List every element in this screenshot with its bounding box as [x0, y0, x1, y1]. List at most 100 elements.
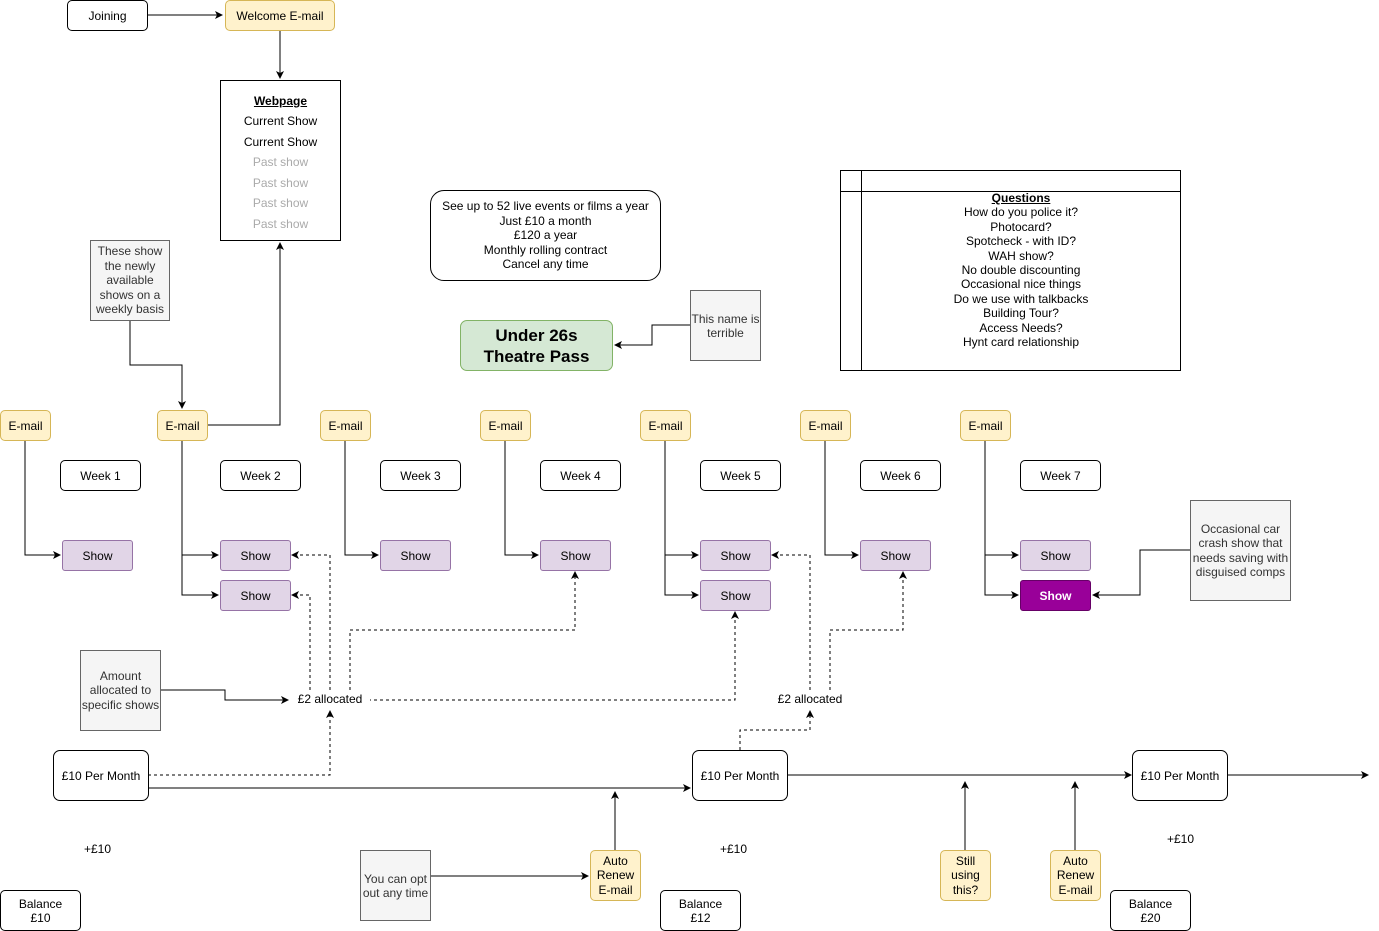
- show-box: Show: [700, 580, 771, 611]
- show-box: Show: [220, 580, 291, 611]
- per-month-box: £10 Per Month: [692, 750, 788, 801]
- balance-value: £10: [30, 910, 51, 925]
- offer-line: Just £10 a month: [499, 213, 592, 228]
- balance-box: Balance £10: [0, 890, 81, 931]
- note-line: allocated to: [89, 683, 152, 698]
- week-label: Week 2: [220, 460, 301, 491]
- week-label: Week 4: [540, 460, 621, 491]
- plus-amount: +£10: [1167, 832, 1195, 846]
- car-crash-note: Occasional car crash show that needs sav…: [1190, 500, 1291, 601]
- note-line: These show: [97, 244, 163, 259]
- allocation-label: £2 allocated: [290, 692, 370, 706]
- plus-amount: +£10: [720, 842, 748, 856]
- show-box: Show: [220, 540, 291, 571]
- show-box: Show: [540, 540, 611, 571]
- allocation-label: £2 allocated: [770, 692, 850, 706]
- note-line: the newly: [104, 258, 156, 273]
- questions-title: Questions: [991, 191, 1051, 205]
- opt-out-note: You can opt out any time: [360, 850, 431, 921]
- dashed-arrows: [148, 551, 907, 776]
- still-using-line: Still: [955, 853, 976, 868]
- solid-arrows: [24, 11, 1369, 880]
- show-box: Show: [380, 540, 451, 571]
- questions-content: Questions How do you police it? Photocar…: [862, 191, 1180, 349]
- offer-line: £120 a year: [513, 228, 578, 243]
- note-line: Amount: [99, 668, 142, 683]
- note-line: shows on a: [99, 287, 161, 302]
- email-box: E-mail: [320, 410, 371, 441]
- auto-renew-email-box: Auto Renew E-mail: [1050, 850, 1101, 901]
- balance-box: Balance £12: [660, 890, 741, 931]
- webpage-title: Webpage: [253, 94, 308, 108]
- webpage-past-show: Past show: [252, 155, 309, 169]
- pass-name-line: Under 26s: [495, 325, 578, 345]
- note-line: out any time: [362, 885, 429, 900]
- name-note: This name is terrible: [690, 290, 761, 361]
- note-line: Occasional car: [1200, 521, 1281, 536]
- question-item: Access Needs?: [979, 320, 1063, 335]
- weekly-note: These show the newly available shows on …: [90, 240, 170, 321]
- offer-box: See up to 52 live events or films a year…: [430, 190, 661, 281]
- webpage-current-show: Current Show: [243, 134, 318, 149]
- still-using-line: using: [951, 868, 980, 883]
- webpage-box: Webpage Current Show Current Show Past s…: [220, 80, 341, 241]
- week-label: Week 1: [60, 460, 141, 491]
- email-box: E-mail: [480, 410, 531, 441]
- show-box: Show: [1020, 540, 1091, 571]
- balance-box: Balance £20: [1110, 890, 1191, 931]
- auto-renew-email-box: Auto Renew E-mail: [590, 850, 641, 901]
- webpage-past-show: Past show: [252, 216, 309, 231]
- note-line: available: [106, 273, 154, 288]
- joining-box: Joining: [67, 0, 148, 31]
- offer-line: Cancel any time: [502, 257, 589, 272]
- webpage-past-show: Past show: [252, 196, 309, 210]
- pass-name-line: Theatre Pass: [483, 346, 590, 366]
- show-box: Show: [860, 540, 931, 571]
- highlighted-show-box: Show: [1020, 580, 1091, 611]
- email-box: E-mail: [0, 410, 51, 441]
- auto-renew-line: E-mail: [1058, 882, 1093, 897]
- balance-value: £12: [690, 910, 711, 925]
- amount-note: Amount allocated to specific shows: [80, 650, 161, 731]
- question-item: Building Tour?: [983, 306, 1059, 321]
- note-line: weekly basis: [95, 302, 165, 317]
- question-item: No double discounting: [961, 263, 1081, 278]
- questions-side-divider: [861, 171, 862, 370]
- show-box: Show: [700, 540, 771, 571]
- balance-label: Balance: [678, 896, 723, 911]
- question-item: WAH show?: [988, 248, 1054, 263]
- note-line: You can opt: [364, 871, 427, 886]
- question-item: Occasional nice things: [960, 277, 1082, 292]
- question-item: Do we use with talkbacks: [953, 291, 1089, 306]
- question-item: Photocard?: [990, 219, 1052, 234]
- auto-renew-line: Auto: [1063, 853, 1088, 868]
- week-label: Week 3: [380, 460, 461, 491]
- note-line: disguised comps: [1195, 564, 1286, 579]
- plus-amount: +£10: [84, 842, 112, 856]
- week-label: Week 7: [1020, 460, 1101, 491]
- email-box: E-mail: [960, 410, 1011, 441]
- question-item: How do you police it?: [963, 205, 1079, 220]
- note-line: terrible: [707, 325, 744, 340]
- question-item: Hynt card relationship: [962, 335, 1080, 350]
- offer-line: See up to 52 live events or films a year: [442, 199, 649, 214]
- balance-label: Balance: [18, 896, 63, 911]
- note-line: This name is: [691, 311, 760, 326]
- email-box: E-mail: [157, 410, 208, 441]
- note-line: specific shows: [81, 697, 160, 712]
- offer-line: Monthly rolling contract: [483, 242, 608, 257]
- auto-renew-line: Renew: [1056, 868, 1095, 883]
- email-box: E-mail: [800, 410, 851, 441]
- questions-box: Questions How do you police it? Photocar…: [840, 170, 1181, 371]
- email-box: E-mail: [640, 410, 691, 441]
- auto-renew-line: Auto: [603, 853, 628, 868]
- webpage-current-show: Current Show: [243, 114, 318, 128]
- show-box: Show: [62, 540, 133, 571]
- auto-renew-line: E-mail: [598, 882, 633, 897]
- week-label: Week 6: [860, 460, 941, 491]
- question-item: Spotcheck - with ID?: [965, 234, 1077, 249]
- questions-header-divider: [841, 191, 1180, 192]
- still-using-line: this?: [952, 882, 979, 897]
- note-line: crash show that: [1198, 536, 1283, 551]
